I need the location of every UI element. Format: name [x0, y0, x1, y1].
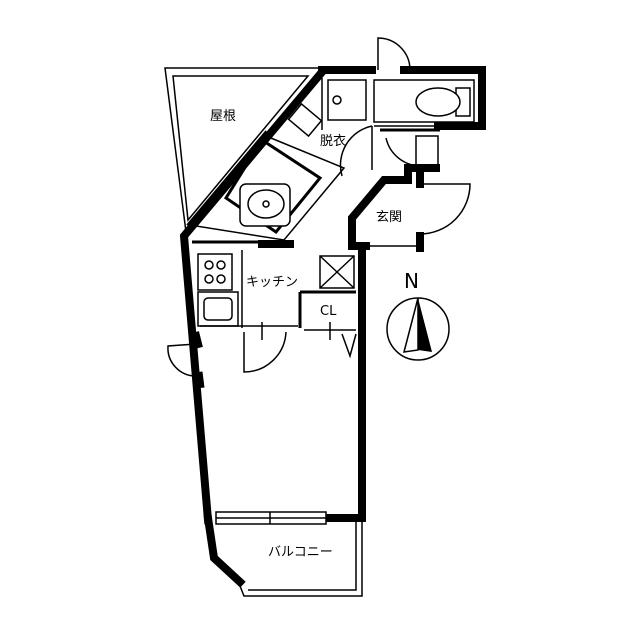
kitchen-fixtures [197, 250, 355, 328]
balcony [215, 511, 363, 597]
compass [386, 297, 450, 361]
washbasin [287, 78, 367, 138]
doors-upper [339, 37, 440, 177]
bathroom [192, 135, 346, 248]
room-label-dressing: 脱衣 [320, 133, 346, 149]
compass-north-label: N [404, 269, 419, 293]
room-label-roof: 屋根 [210, 109, 236, 124]
interior-doors [167, 322, 357, 389]
compass-needle [418, 298, 432, 352]
room-label-entrance: 玄関 [376, 210, 402, 225]
room-label-kitchen: キッチン [246, 275, 298, 290]
entrance-area [348, 164, 471, 252]
room-label-closet: CL [320, 304, 337, 319]
toilet [373, 79, 475, 127]
room-label-balcony: バルコニー [268, 545, 333, 560]
